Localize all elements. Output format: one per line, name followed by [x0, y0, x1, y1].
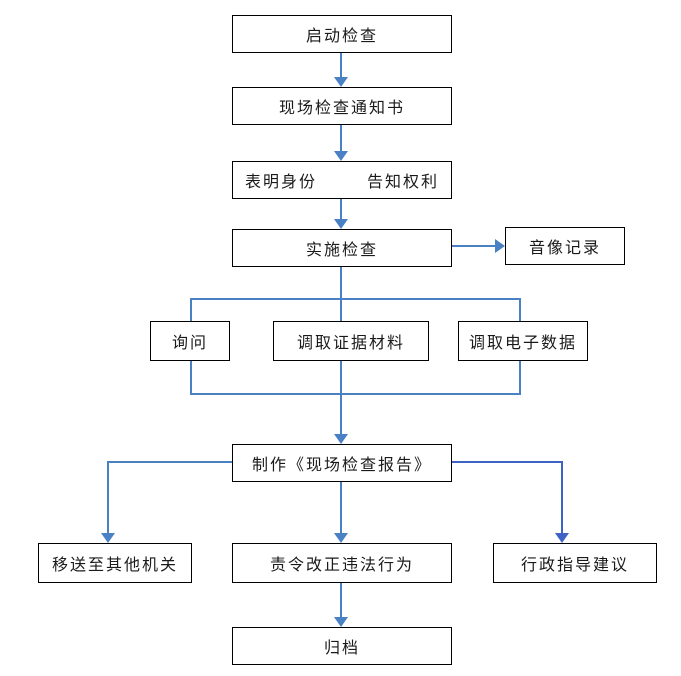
node-label: 行政指导建议	[520, 557, 629, 574]
arrowhead-down-icon	[334, 77, 348, 87]
node-transfer-to-other-agencies: 移送至其他机关	[38, 543, 192, 583]
node-label: 移送至其他机关	[51, 557, 178, 574]
connector-notice-to-identity	[340, 125, 342, 152]
node-retrieve-evidence-materials: 调取证据材料	[273, 321, 429, 361]
arrowhead-down-icon	[101, 533, 115, 543]
node-label: 调取证据材料	[296, 335, 405, 352]
arrowhead-down-icon	[334, 533, 348, 543]
connector-report-to-guidance-horizontal	[452, 461, 563, 463]
arrowhead-down-icon	[555, 533, 569, 543]
node-inquiry: 询问	[150, 321, 230, 361]
arrowhead-down-icon	[334, 151, 348, 161]
arrowhead-right-icon	[495, 239, 505, 253]
node-label: 制作《现场检查报告》	[251, 457, 432, 474]
connector-order-to-archive	[340, 581, 342, 617]
connector-report-to-transfer-horizontal	[108, 461, 233, 463]
arrowhead-down-icon	[334, 434, 348, 444]
node-label: 询问	[171, 335, 208, 352]
node-label: 归档	[323, 640, 360, 657]
node-start-inspection: 启动检查	[232, 15, 452, 53]
node-archive: 归档	[232, 627, 452, 665]
node-implement-inspection: 实施检查	[232, 229, 452, 267]
node-inspection-notice: 现场检查通知书	[232, 87, 452, 125]
node-administrative-guidance-advice: 行政指导建议	[493, 543, 657, 583]
node-make-inspection-report: 制作《现场检查报告》	[232, 444, 452, 482]
connector-report-to-order	[340, 482, 342, 533]
arrowhead-down-icon	[334, 617, 348, 627]
node-label: 现场检查通知书	[278, 100, 405, 117]
arrowhead-down-icon	[334, 219, 348, 229]
node-label: 实施检查	[305, 242, 378, 259]
connector-identity-to-implement	[340, 199, 342, 220]
node-order-correction-of-violations: 责令改正违法行为	[232, 543, 452, 583]
node-retrieve-electronic-data: 调取电子数据	[458, 321, 588, 361]
node-label-inform-rights: 告知权利	[366, 174, 439, 191]
node-label: 责令改正违法行为	[269, 557, 414, 574]
node-identity-and-rights: 表明身份 告知权利	[232, 161, 452, 199]
connector-start-to-notice	[340, 53, 342, 78]
connector-implement-to-recording	[452, 245, 496, 247]
connector-report-to-guidance-vertical	[561, 461, 563, 533]
node-audio-video-recording: 音像记录	[505, 227, 625, 265]
node-label-show-identity: 表明身份	[245, 174, 318, 191]
connector-report-to-transfer-vertical	[107, 461, 109, 533]
node-label: 音像记录	[528, 240, 601, 257]
node-label: 启动检查	[305, 28, 378, 45]
node-label: 调取电子数据	[468, 335, 577, 352]
